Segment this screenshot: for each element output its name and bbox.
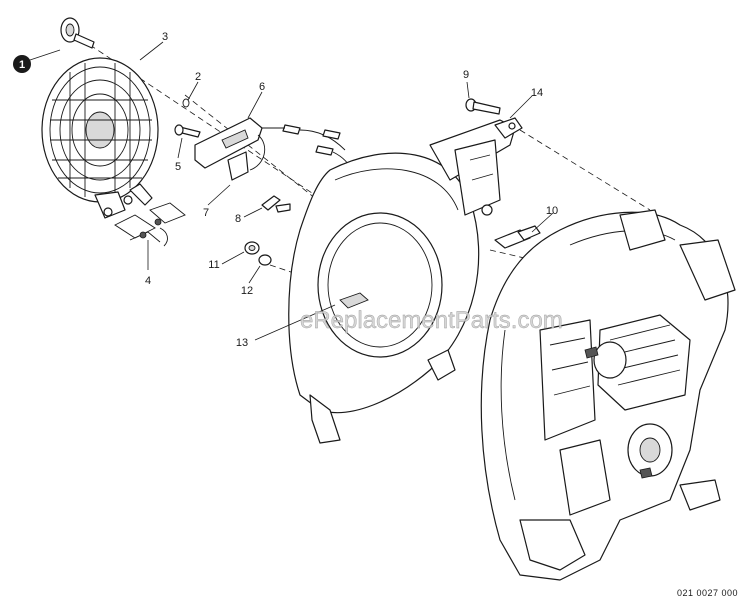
callout-11-label: 11 — [208, 259, 219, 271]
clip-8 — [261, 195, 291, 213]
callout-7-label: 7 — [203, 207, 209, 219]
callout-4-label: 4 — [145, 275, 151, 287]
callout-13-label: 13 — [236, 337, 248, 349]
ignition-module — [194, 117, 301, 181]
callout-9-label: 9 — [463, 69, 469, 81]
callout-14-label: 14 — [531, 87, 543, 99]
clip-2 — [182, 98, 190, 108]
starter-housing — [41, 57, 159, 219]
callout-12-label: 12 — [241, 285, 253, 297]
callout-2-label: 2 — [195, 71, 201, 83]
nut-11 — [244, 241, 260, 255]
callout-8-label: 8 — [235, 213, 241, 225]
watermark: eReplacementParts.com — [300, 307, 563, 334]
callout-3-label: 3 — [162, 31, 168, 43]
starter-handle — [60, 17, 95, 49]
callout-1: 1 — [13, 55, 31, 73]
engine-body — [480, 209, 736, 581]
callout-6-label: 6 — [259, 81, 265, 93]
bolt-9 — [465, 98, 501, 115]
leader-lines — [29, 41, 554, 341]
clip-10 — [494, 225, 541, 249]
fan-housing — [288, 119, 516, 444]
callout-1-label: 1 — [19, 59, 25, 71]
callout-10-label: 10 — [546, 205, 558, 217]
callout-1-badge — [13, 55, 31, 73]
callout-5-label: 5 — [175, 161, 181, 173]
screw-5 — [174, 124, 201, 138]
assembly-lines — [89, 44, 651, 286]
diagram-code: 021 0027 000 — [677, 588, 738, 598]
pawl-set — [114, 202, 186, 247]
washer-12 — [258, 254, 272, 266]
bracket-14 — [494, 117, 523, 139]
